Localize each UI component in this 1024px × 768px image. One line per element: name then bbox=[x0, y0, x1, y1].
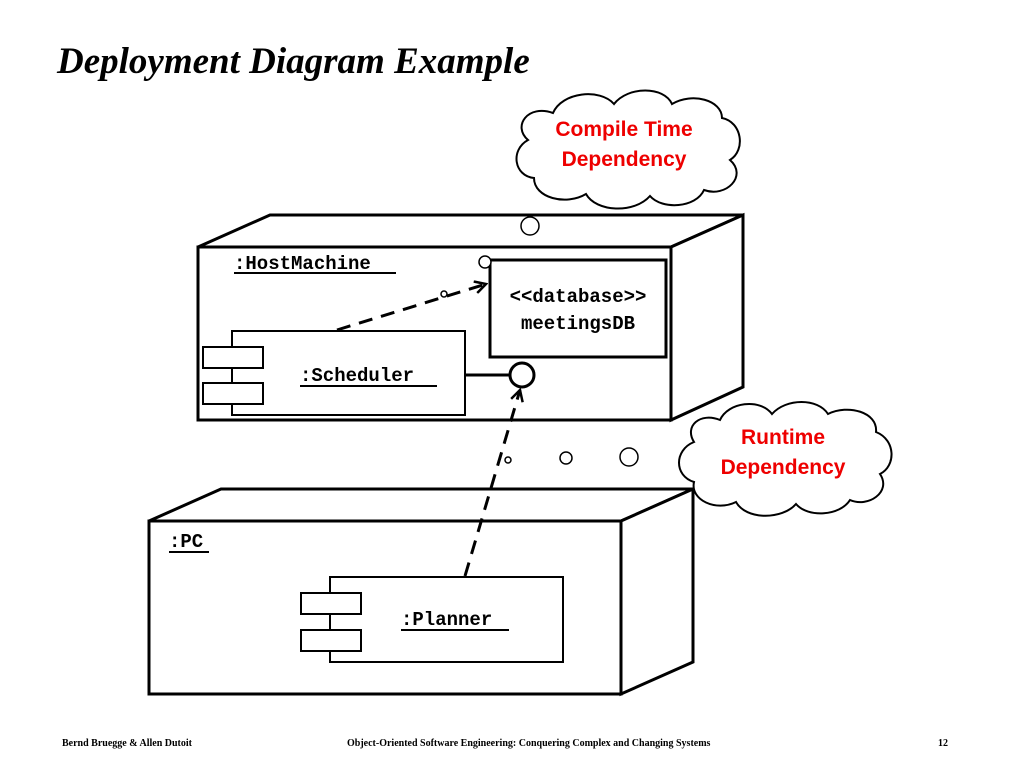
planner-port-bottom bbox=[300, 629, 362, 652]
slide-title: Deployment Diagram Example bbox=[57, 41, 530, 82]
scheduler-port-top bbox=[202, 346, 264, 369]
pc-label: :PC bbox=[169, 531, 203, 553]
meetings-db-component: <<database>> meetingsDB bbox=[488, 258, 668, 359]
scheduler-interface-lollipop bbox=[465, 361, 536, 389]
database-stereotype: <<database>> bbox=[510, 286, 647, 308]
planner-label: :Planner bbox=[401, 609, 492, 631]
planner-component: :Planner bbox=[300, 576, 564, 663]
runtime-thought-bubbles bbox=[504, 447, 639, 467]
scheduler-component: :Scheduler bbox=[202, 330, 466, 416]
compile-time-dependency-arrow bbox=[336, 284, 486, 332]
footer-page-number: 12 bbox=[938, 738, 948, 749]
database-name: meetingsDB bbox=[521, 313, 635, 335]
runtime-cloud: Runtime Dependency bbox=[678, 401, 893, 517]
scheduler-label: :Scheduler bbox=[300, 365, 414, 387]
host-machine-label: :HostMachine bbox=[234, 253, 371, 275]
footer-authors: Bernd Bruegge & Allen Dutoit bbox=[62, 738, 192, 749]
footer-book-title: Object-Oriented Software Engineering: Co… bbox=[347, 738, 711, 749]
compile-time-line2: Dependency bbox=[562, 148, 687, 171]
compile-time-line1: Compile Time bbox=[555, 118, 692, 141]
scheduler-port-bottom bbox=[202, 382, 264, 405]
compile-time-cloud: Compile Time Dependency bbox=[515, 89, 741, 210]
planner-port-top bbox=[300, 592, 362, 615]
runtime-dependency-arrow bbox=[463, 390, 520, 577]
runtime-line2: Dependency bbox=[721, 456, 846, 479]
compile-time-thought-bubbles bbox=[440, 216, 540, 298]
runtime-line1: Runtime bbox=[741, 426, 825, 449]
